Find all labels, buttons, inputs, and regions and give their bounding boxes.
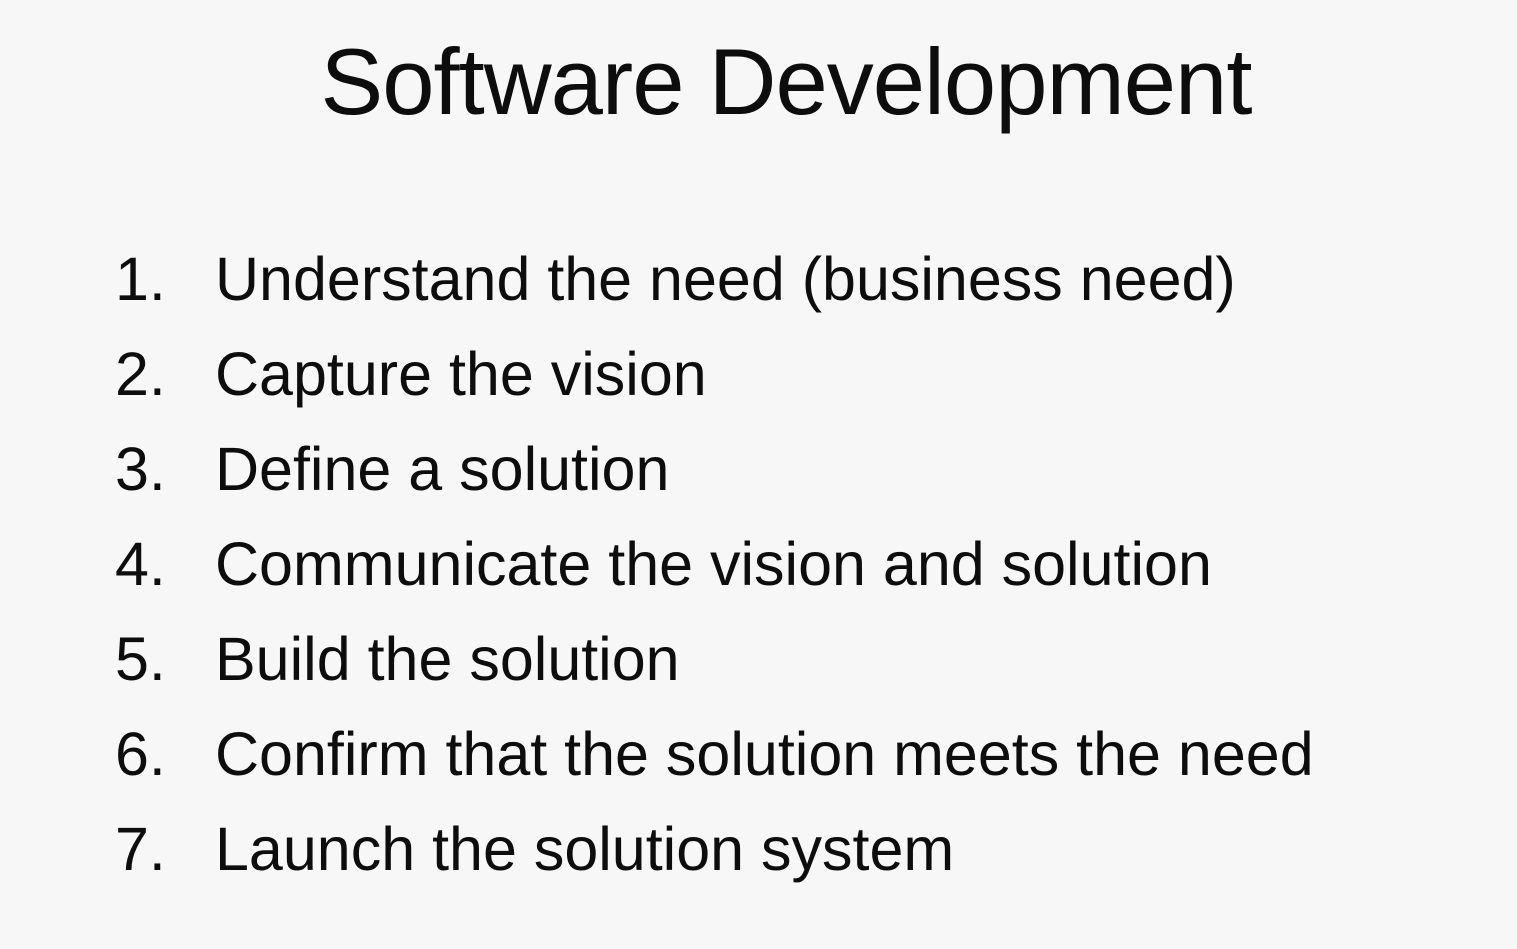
step-number: 6. (115, 720, 166, 788)
list-item: 2. Capture the vision (115, 327, 1314, 422)
list-item: 1. Understand the need (business need) (115, 232, 1314, 327)
list-item: 5. Build the solution (115, 612, 1314, 707)
steps-list: 1. Understand the need (business need) 2… (115, 232, 1314, 897)
step-text: Understand the need (business need) (215, 245, 1236, 313)
step-text: Build the solution (215, 625, 680, 693)
step-number: 3. (115, 435, 166, 503)
step-text: Define a solution (215, 435, 670, 503)
list-item: 3. Define a solution (115, 422, 1314, 517)
list-item: 4. Communicate the vision and solution (115, 517, 1314, 612)
step-text: Confirm that the solution meets the need (215, 720, 1314, 788)
step-number: 1. (115, 245, 166, 313)
step-number: 4. (115, 530, 166, 598)
list-item: 7. Launch the solution system (115, 802, 1314, 897)
list-item: 6. Confirm that the solution meets the n… (115, 707, 1314, 802)
step-text: Capture the vision (215, 340, 707, 408)
step-text: Launch the solution system (215, 815, 955, 883)
step-number: 5. (115, 625, 166, 693)
slide-title: Software Development (320, 29, 1253, 134)
step-number: 2. (115, 340, 166, 408)
step-number: 7. (115, 815, 166, 883)
step-text: Communicate the vision and solution (215, 530, 1212, 598)
